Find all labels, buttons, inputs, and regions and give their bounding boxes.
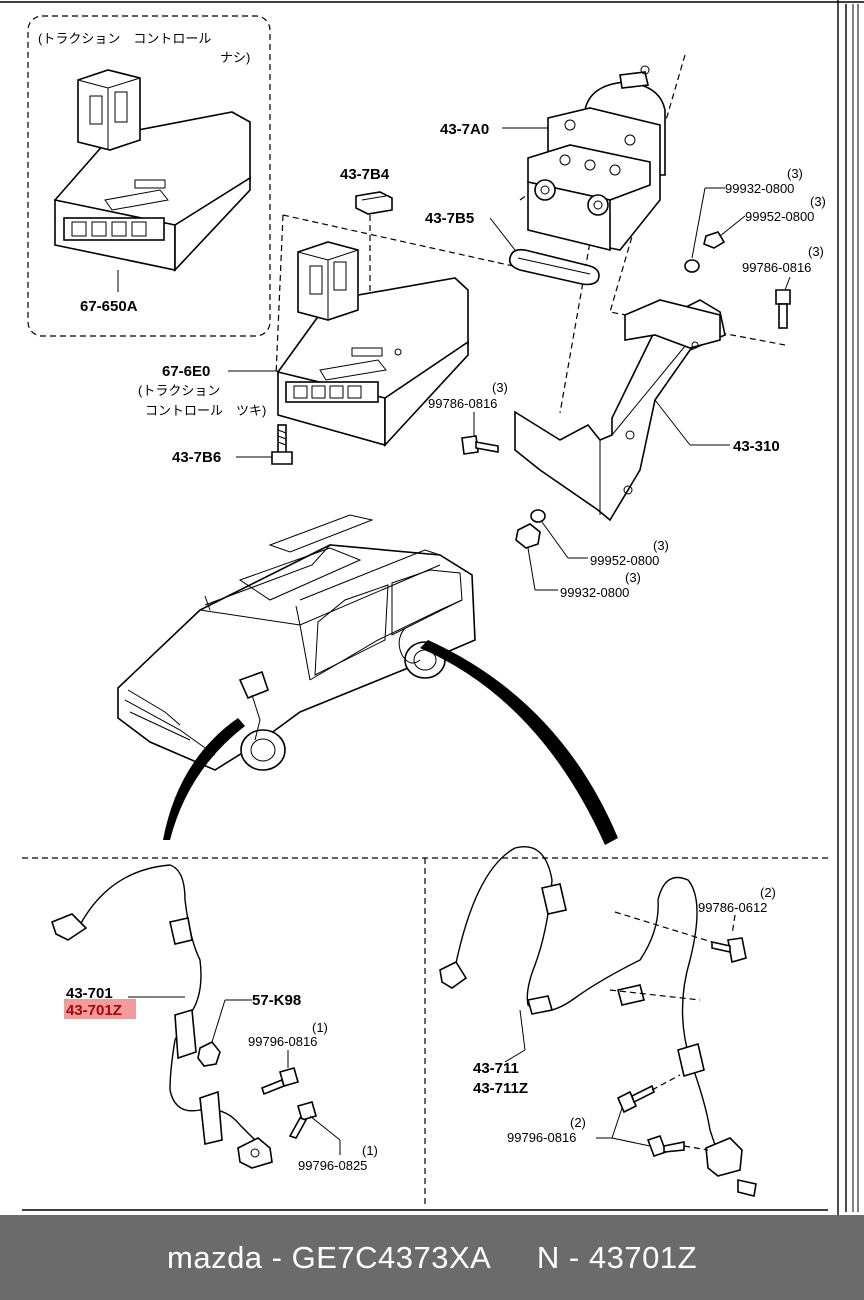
bolt-rear-upper [711, 937, 747, 964]
label-mount-band: 43-7B5 [425, 210, 474, 227]
label-ecu-tc: 67-6E0 [162, 363, 210, 380]
caption-part-number: 43701Z [588, 1239, 697, 1275]
washer-top [703, 231, 726, 249]
nut-top [684, 259, 700, 273]
parts-diagram: (トラクション コントロール ナシ) 67-650A 43-7B4 [0, 0, 864, 1215]
arrow-to-front-sensor [163, 718, 245, 840]
label-nut-bottom-qty: (3) [625, 570, 641, 585]
bolt-rear-lower-a [616, 1084, 655, 1114]
label-bracket: 43-310 [733, 438, 780, 455]
label-bolt-front-upper: 99796-0816 [248, 1034, 317, 1049]
label-washer-top-qty: (3) [810, 194, 826, 209]
label-connector-cover: 43-7B4 [340, 166, 390, 183]
page-edge-fold [845, 4, 859, 1212]
label-bolt-top: 99786-0816 [742, 260, 811, 275]
abs-ecu-no-tc [54, 69, 251, 273]
label-front-sensor-alt: 43-701Z [66, 1002, 122, 1019]
label-bolt-left-qty: (3) [492, 380, 508, 395]
label-bolt-front-upper-qty: (1) [312, 1020, 328, 1035]
abs-ecu-tc [277, 241, 469, 448]
no-tc-note-line2: ナシ) [220, 50, 250, 65]
bolt-left [461, 435, 499, 455]
arrow-to-rear-sensor [420, 640, 618, 845]
caption-brand: mazda [167, 1239, 263, 1275]
label-bolt-front-lower: 99796-0825 [298, 1158, 367, 1173]
no-tc-note-line1: (トラクション コントロール [38, 31, 211, 46]
caption-separator: - [262, 1239, 292, 1275]
bolt-front-upper [261, 1067, 299, 1096]
label-bolt-rear-upper-qty: (2) [760, 885, 776, 900]
washer-bottom [530, 509, 546, 523]
label-sensor-clip: 57-K98 [252, 992, 301, 1009]
label-washer-bottom: 99952-0800 [590, 553, 659, 568]
label-rear-sensor: 43-711 [473, 1060, 519, 1077]
label-washer-top: 99952-0800 [745, 209, 814, 224]
label-hydraulic-unit: 43-7A0 [440, 121, 489, 138]
part-caption-bar: mazda - GE7C4373XA N - 43701Z [0, 1215, 864, 1300]
label-rear-sensor-alt: 43-711Z [473, 1080, 528, 1097]
label-washer-bottom-qty: (3) [653, 538, 669, 553]
caption-gap [491, 1240, 537, 1276]
ecu-bolt [271, 424, 293, 465]
connector-cover [355, 191, 393, 215]
label-bolt-front-lower-qty: (1) [362, 1143, 378, 1158]
station-wagon-illustration [117, 514, 476, 771]
label-nut-bottom: 99932-0800 [560, 585, 629, 600]
label-nut-top-qty: (3) [787, 166, 803, 181]
label-bolt-top-qty: (3) [808, 244, 824, 259]
label-bolt-rear-lower: 99796-0816 [507, 1130, 576, 1145]
label-nut-top: 99932-0800 [725, 181, 794, 196]
bolt-front-lower [288, 1101, 317, 1139]
tc-note-line2: コントロール ツキ) [145, 403, 266, 418]
label-bolt-rear-upper: 99786-0612 [698, 900, 767, 915]
bolt-rear-lower-b [646, 1134, 685, 1158]
mount-band [508, 248, 600, 286]
bolt-top [775, 289, 791, 329]
front-wheel-sensor [51, 864, 273, 1169]
bracket [514, 299, 726, 522]
label-ecu-bolt: 43-7B6 [172, 449, 221, 466]
sensor-clip [197, 1040, 221, 1067]
nut-bottom [515, 523, 541, 549]
tc-note-line1: (トラクション [138, 383, 220, 398]
caption-part-prefix: N - [536, 1239, 589, 1275]
rear-wheel-sensor [439, 846, 757, 1197]
label-bolt-left: 99786-0816 [428, 396, 497, 411]
highlight-front-sensor-alt [64, 999, 136, 1019]
caption-catalog-code: GE7C4373XA [291, 1239, 492, 1275]
no-traction-control-box [27, 15, 271, 337]
hydraulic-unit [527, 65, 666, 252]
label-bolt-rear-lower-qty: (2) [570, 1115, 586, 1130]
label-front-sensor: 43-701 [66, 985, 113, 1002]
label-ecu-no-tc: 67-650A [80, 298, 138, 315]
